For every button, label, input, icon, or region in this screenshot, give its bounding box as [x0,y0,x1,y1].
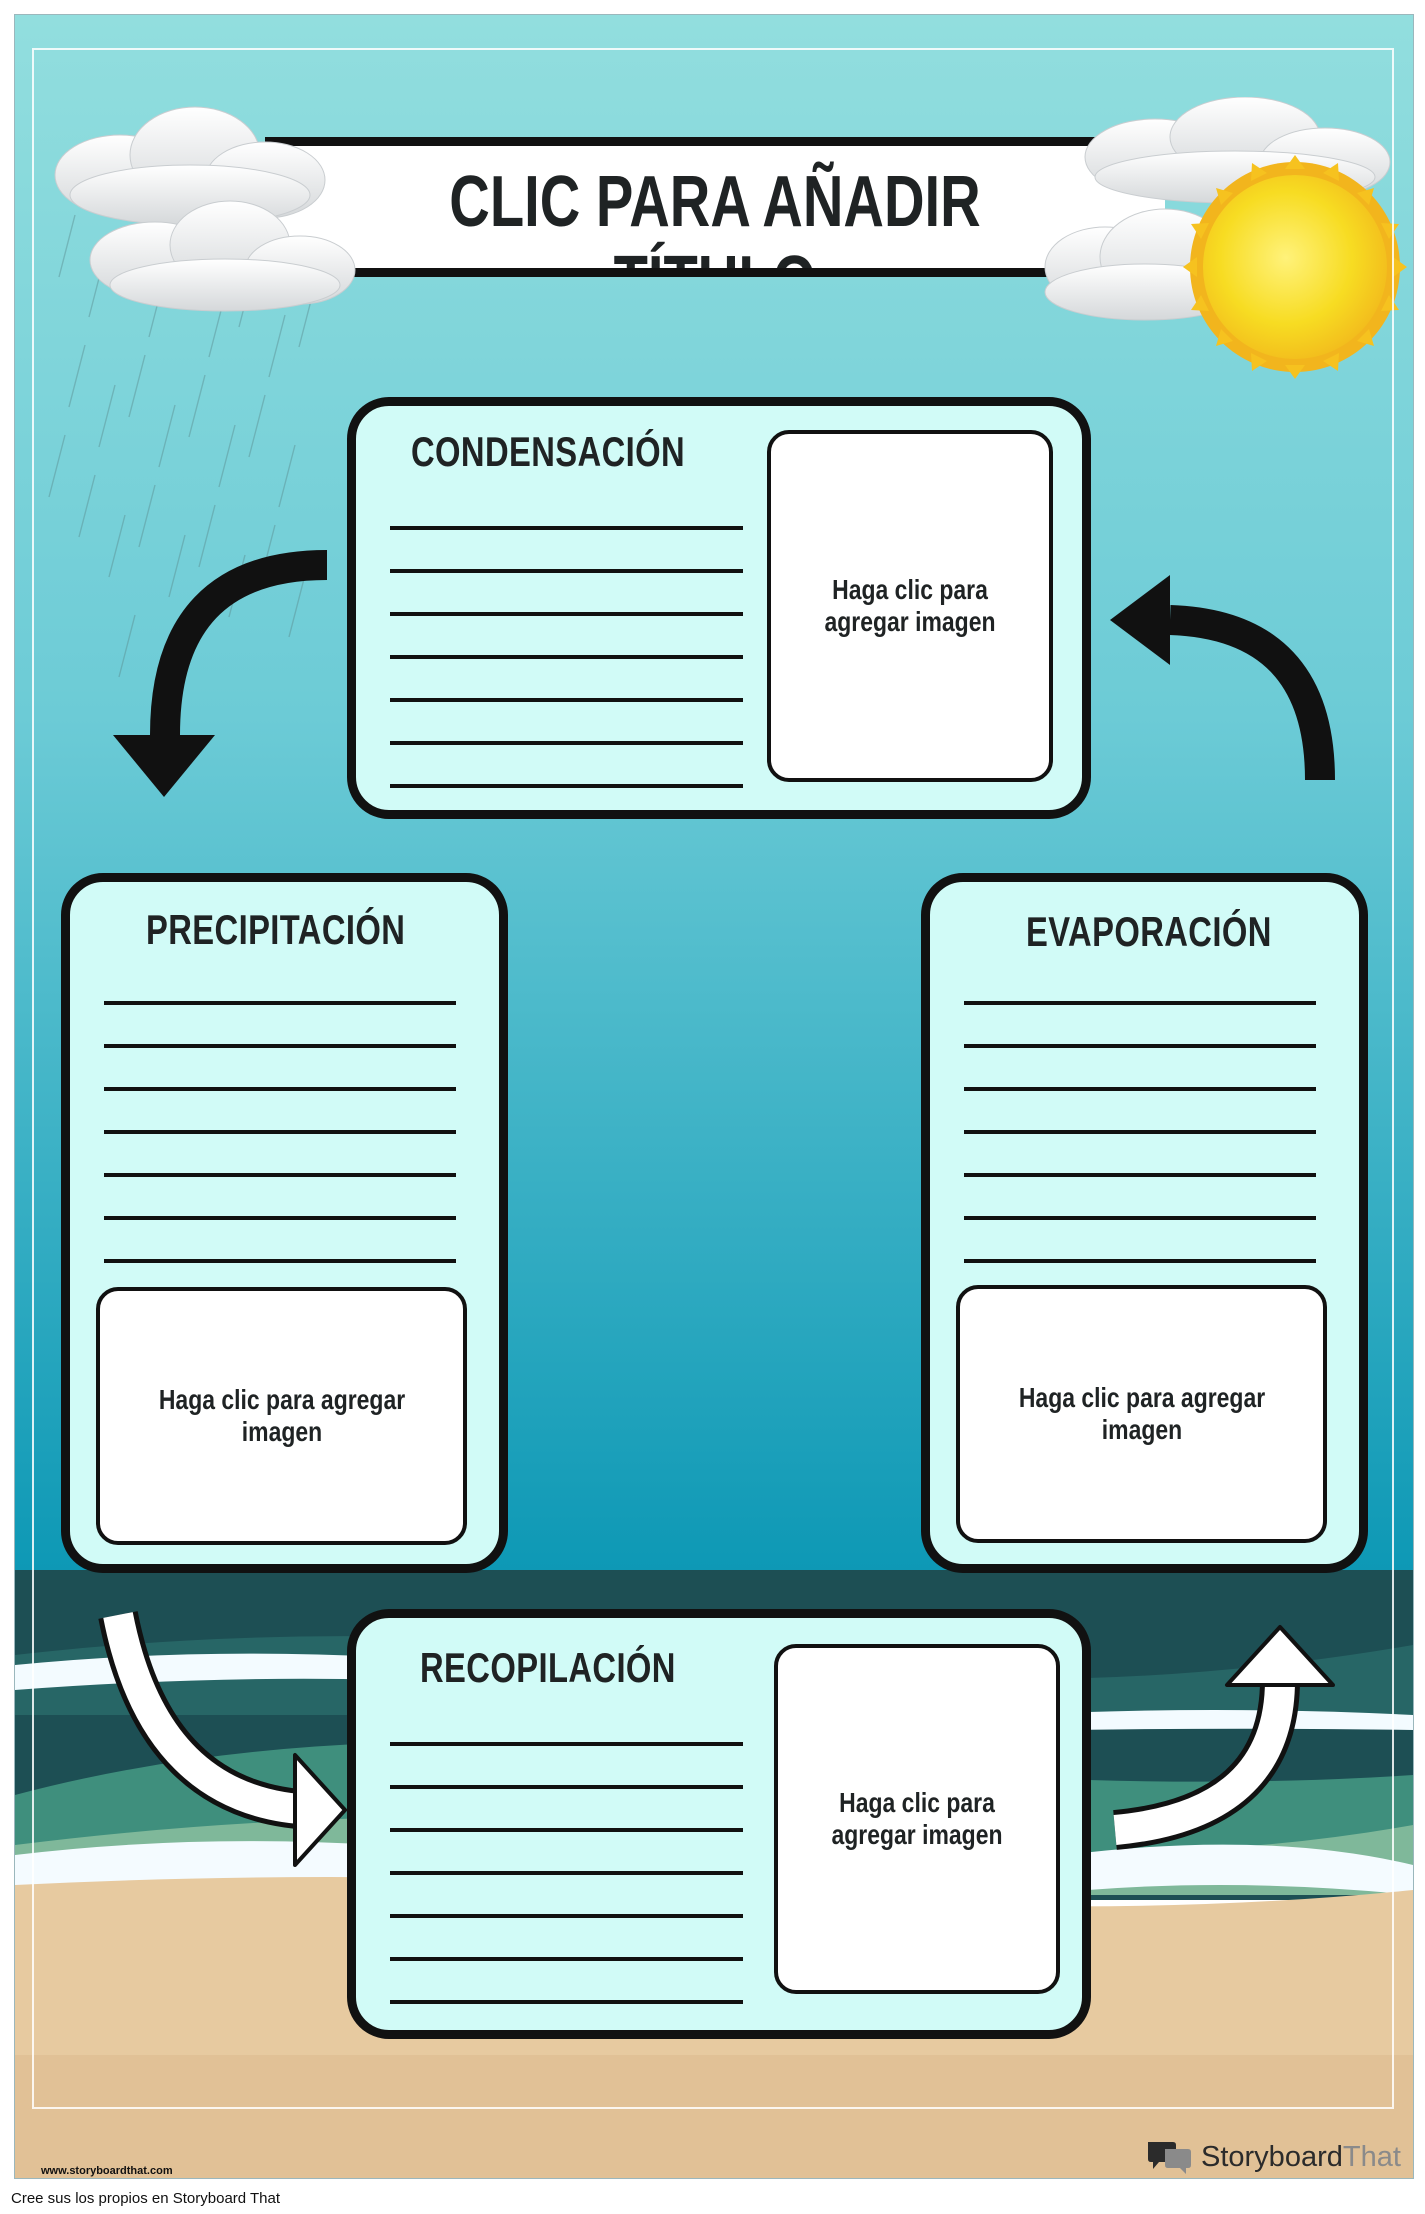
card-precipitation[interactable]: PRECIPITACIÓN Haga clic para agregar ima… [61,873,508,1573]
brand-name-part2: That [1342,2140,1401,2173]
writing-line[interactable] [390,612,743,616]
poster-canvas: CLIC PARA AÑADIR TÍTULO [14,14,1414,2179]
image-placeholder-text: Haga clic para agregar imagen [158,1384,405,1447]
image-placeholder[interactable]: Haga clic para agregar imagen [956,1285,1327,1543]
image-placeholder[interactable]: Haga clic para agregar imagen [767,430,1053,782]
card-heading[interactable]: PRECIPITACIÓN [146,906,406,953]
writing-line[interactable] [104,1001,456,1005]
arrow-layer [98,550,1335,1867]
writing-line[interactable] [390,2000,743,2004]
image-placeholder[interactable]: Haga clic para agregar imagen [774,1644,1060,1994]
writing-line[interactable] [104,1044,456,1048]
card-condensation[interactable]: CONDENSACIÓN Haga clic para agregar imag… [347,397,1091,819]
watermark-url: www.storyboardthat.com [41,2165,173,2177]
speech-bubbles-icon [1148,2142,1191,2174]
image-placeholder-text: Haga clic para agregar imagen [1018,1382,1265,1445]
writing-line[interactable] [964,1259,1316,1263]
card-heading[interactable]: EVAPORACIÓN [1026,908,1272,955]
image-placeholder[interactable]: Haga clic para agregar imagen [96,1287,467,1545]
rain-cloud-icon [54,106,356,312]
writing-line[interactable] [390,569,743,573]
writing-line[interactable] [390,784,743,788]
writing-line[interactable] [104,1130,456,1134]
brand-name-part1: Storyboard [1201,2140,1343,2173]
writing-line[interactable] [390,1957,743,1961]
writing-line[interactable] [390,1742,743,1746]
card-heading[interactable]: CONDENSACIÓN [411,428,686,475]
writing-line[interactable] [964,1216,1316,1220]
curved-arrow-up-left-icon [1110,575,1335,781]
card-evaporation[interactable]: EVAPORACIÓN Haga clic para agregar image… [921,873,1368,1573]
writing-line[interactable] [964,1001,1316,1005]
image-placeholder-text: Haga clic para agregar imagen [831,1787,1003,1850]
writing-line[interactable] [104,1087,456,1091]
writing-line[interactable] [390,1828,743,1832]
writing-line[interactable] [390,526,743,530]
writing-line[interactable] [104,1259,456,1263]
writing-line[interactable] [964,1044,1316,1048]
sun-icon [1183,155,1407,379]
writing-line[interactable] [104,1173,456,1177]
curved-arrow-down-right-icon [98,1611,347,1867]
writing-line[interactable] [964,1130,1316,1134]
card-collection[interactable]: RECOPILACIÓN Haga clic para agregar imag… [347,1609,1091,2039]
storyboardthat-logo: Storyboard That [1145,2139,1401,2175]
writing-line[interactable] [104,1216,456,1220]
poster-title[interactable]: CLIC PARA AÑADIR TÍTULO [449,162,981,268]
writing-line[interactable] [964,1087,1316,1091]
writing-line[interactable] [390,655,743,659]
sun-cloud-icon [1044,97,1407,379]
curved-arrow-down-left-icon [113,550,328,797]
image-placeholder-text: Haga clic para agregar imagen [824,574,996,637]
writing-line[interactable] [390,1871,743,1875]
writing-line[interactable] [390,1785,743,1789]
writing-line[interactable] [390,741,743,745]
card-heading[interactable]: RECOPILACIÓN [420,1644,676,1691]
writing-line[interactable] [964,1173,1316,1177]
writing-line[interactable] [390,698,743,702]
footer-text[interactable]: Cree sus los propios en Storyboard That [11,2190,281,2207]
title-banner[interactable]: CLIC PARA AÑADIR TÍTULO [265,137,1165,277]
curved-arrow-up-right-icon [1113,1625,1335,1850]
writing-line[interactable] [390,1914,743,1918]
